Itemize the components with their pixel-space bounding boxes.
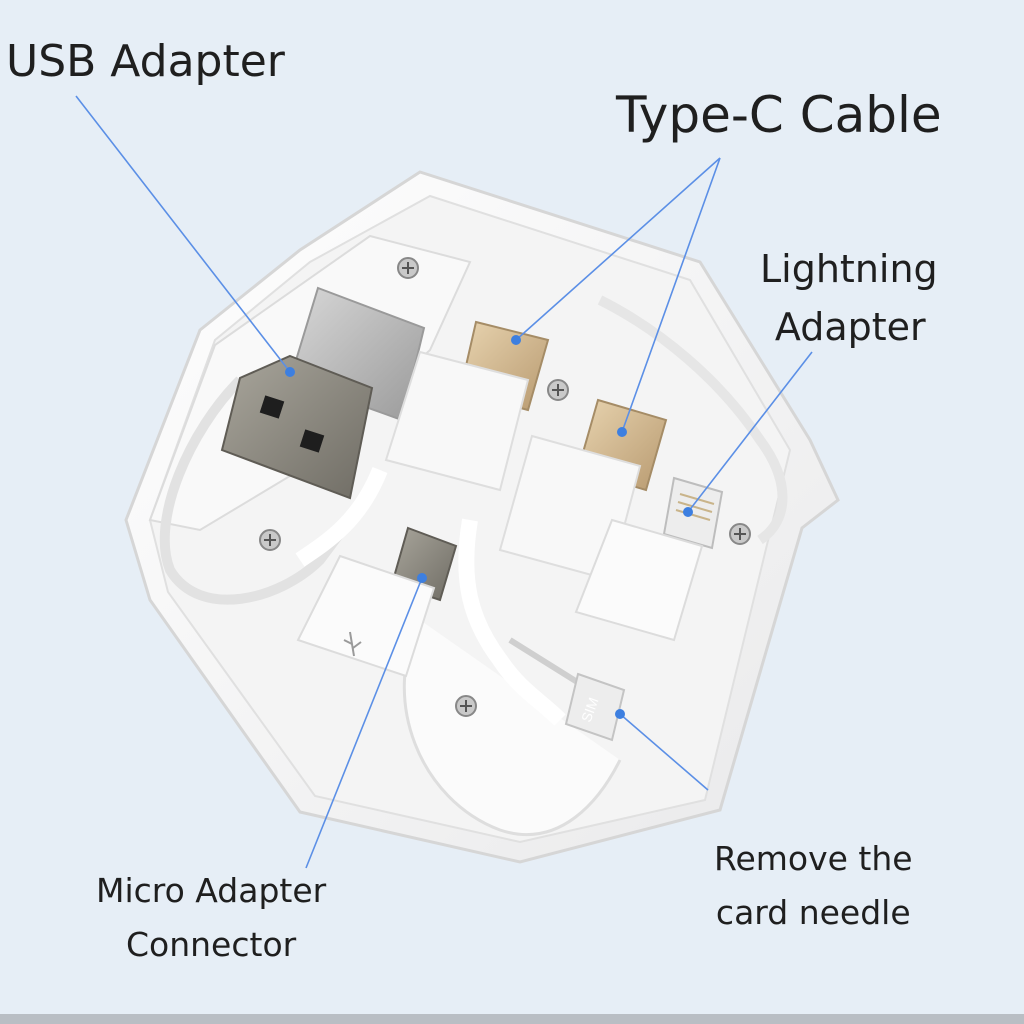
card-needle-label-line2: card needle xyxy=(715,893,911,932)
callout-dot xyxy=(417,573,427,583)
micro-adapter-label-line2: Connector xyxy=(126,925,297,964)
card-needle-label: Remove the card needle xyxy=(714,832,913,940)
lightning-adapter-label: Lightning Adapter xyxy=(760,240,938,356)
type-c-cable-label: Type-C Cable xyxy=(616,86,942,144)
sim-marking: SIM xyxy=(578,695,602,724)
card-needle: SIM xyxy=(508,637,626,742)
lightning-adapter xyxy=(574,476,724,642)
callout-dot xyxy=(285,367,295,377)
micro-adapter-label-line1: Micro Adapter xyxy=(96,871,327,910)
callout-dot xyxy=(617,427,627,437)
usb-adapter-label: USB Adapter xyxy=(6,36,285,87)
usb-symbol-icon xyxy=(343,631,362,657)
screw-icon xyxy=(547,379,569,401)
callout-dot xyxy=(683,507,693,517)
callout-dot xyxy=(511,335,521,345)
screw-icon xyxy=(455,695,477,717)
callout-dot xyxy=(615,709,625,719)
type-c-cable xyxy=(384,320,550,492)
screw-icon xyxy=(397,257,419,279)
micro-adapter-connector xyxy=(296,526,458,678)
bottom-edge-bar xyxy=(0,1014,1024,1024)
screw-icon xyxy=(259,529,281,551)
lightning-adapter-label-line1: Lightning xyxy=(760,247,938,291)
lightning-adapter-label-line2: Adapter xyxy=(774,305,926,349)
card-needle-label-line1: Remove the xyxy=(714,839,913,878)
cable-case xyxy=(124,170,840,864)
screw-icon xyxy=(729,523,751,545)
leader-lines xyxy=(75,95,813,869)
micro-adapter-connector-label: Micro Adapter Connector xyxy=(96,864,326,972)
